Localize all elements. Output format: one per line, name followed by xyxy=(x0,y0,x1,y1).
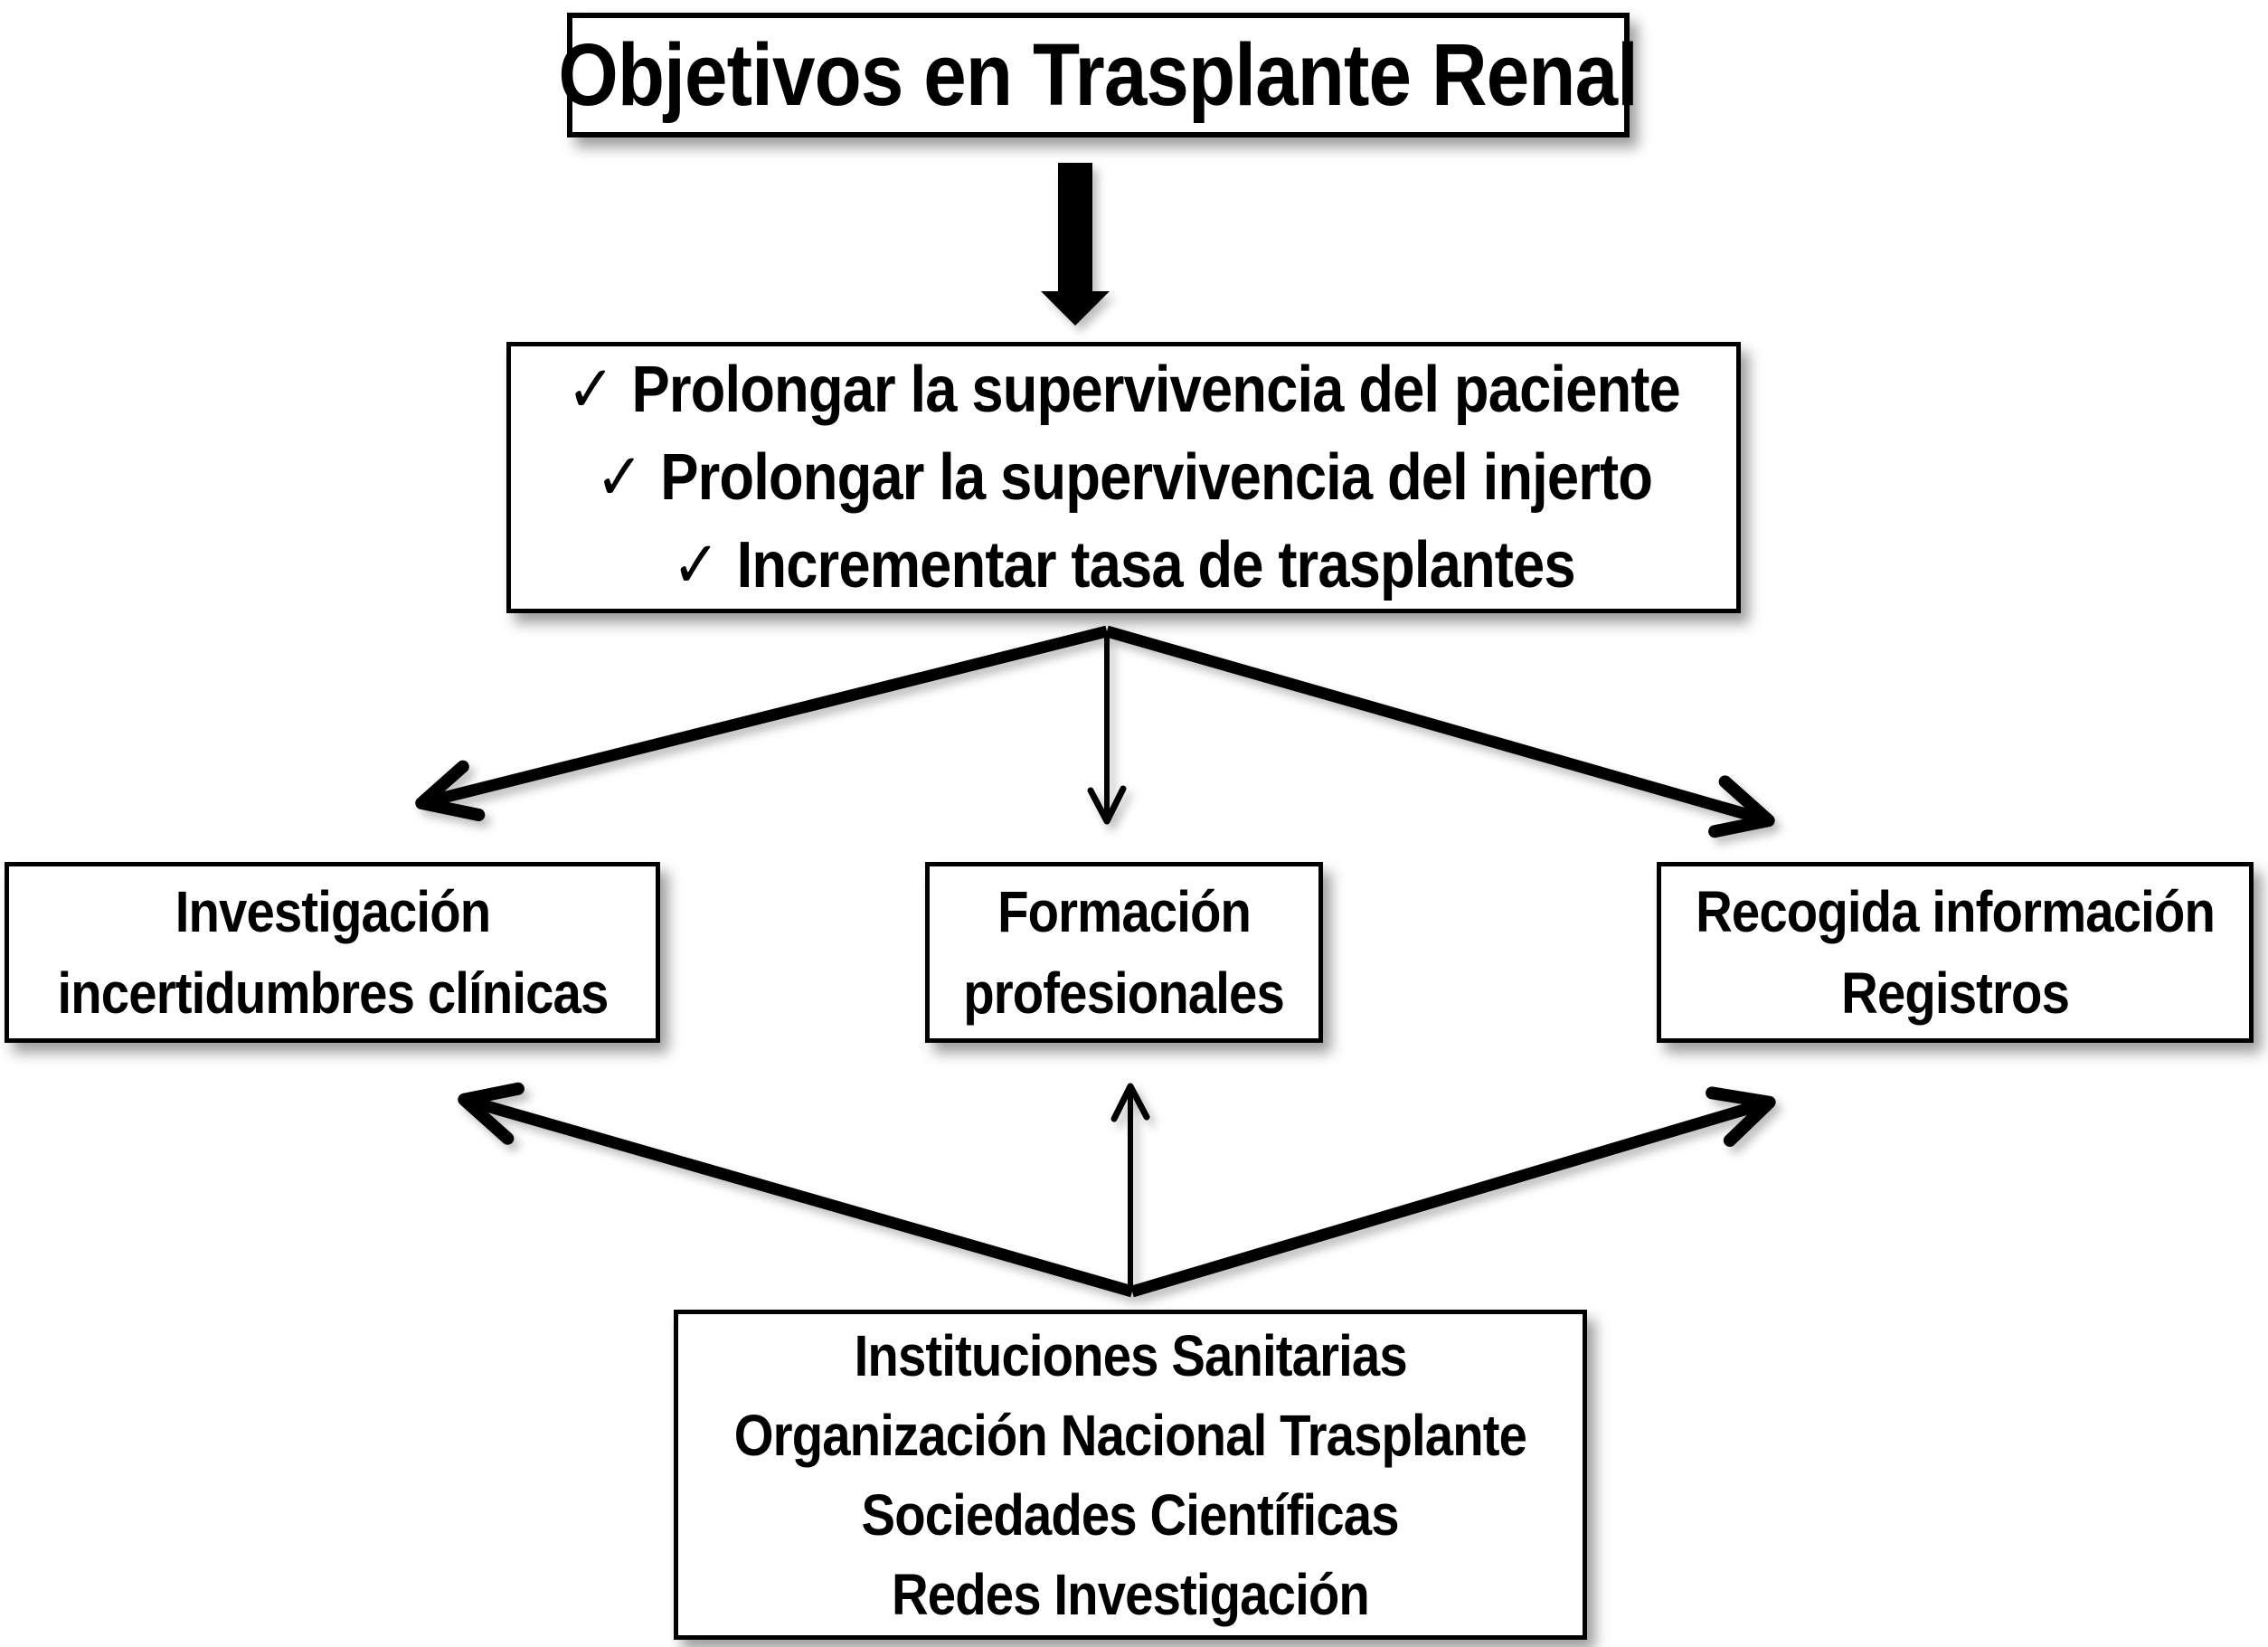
check-icon: ✓ xyxy=(595,440,643,514)
node-instituciones: Instituciones Sanitarias Organización Na… xyxy=(674,1310,1587,1640)
objective-text: Prolongar la supervivencia del injerto xyxy=(659,440,1653,514)
node-text: Registros xyxy=(1841,961,2070,1026)
node-formacion: Formación profesionales xyxy=(925,862,1323,1043)
node-objectives: ✓Prolongar la supervivencia del paciente… xyxy=(506,342,1741,613)
objective-item: ✓Prolongar la supervivencia del paciente xyxy=(567,346,1681,434)
objective-item: ✓Incrementar tasa de trasplantes xyxy=(672,522,1576,610)
node-text: profesionales xyxy=(963,961,1286,1026)
arrow-foundation-to-right xyxy=(1130,1086,1776,1298)
node-text: Sociedades Científicas xyxy=(861,1481,1400,1548)
node-text: incertidumbres clínicas xyxy=(57,961,609,1026)
arrow-objectives-to-left xyxy=(415,625,1109,822)
main-down-arrow xyxy=(1041,163,1110,326)
node-text: Recogida información xyxy=(1696,879,2216,944)
node-text: Redes Investigación xyxy=(892,1561,1370,1627)
node-recogida: Recogida información Registros xyxy=(1657,862,2254,1043)
objective-text: Prolongar la supervivencia del paciente xyxy=(631,353,1681,426)
objective-text: Incrementar tasa de trasplantes xyxy=(736,528,1576,601)
page-title: Objetivos en Trasplante Renal xyxy=(558,25,1640,124)
check-icon: ✓ xyxy=(567,353,615,426)
node-text: Formación xyxy=(997,879,1252,944)
node-text: Investigación xyxy=(175,879,490,944)
node-investigacion: Investigación incertidumbres clínicas xyxy=(5,862,660,1043)
check-icon: ✓ xyxy=(672,528,720,601)
node-text: Organización Nacional Trasplante xyxy=(733,1402,1527,1468)
node-title: Objetivos en Trasplante Renal xyxy=(559,13,1639,137)
node-text: Instituciones Sanitarias xyxy=(854,1322,1407,1388)
objective-item: ✓Prolongar la supervivencia del injerto xyxy=(595,434,1653,522)
arrow-objectives-to-right xyxy=(1105,625,1775,838)
arrow-foundation-to-left xyxy=(458,1082,1134,1298)
